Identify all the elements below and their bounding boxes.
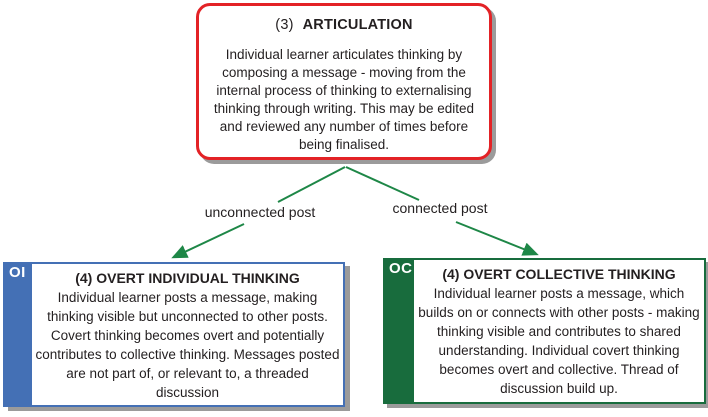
right-branch-line-icon bbox=[345, 166, 420, 201]
right-branch-arrow-icon bbox=[455, 221, 539, 256]
overt-individual-box: OI (4) OVERT INDIVIDUAL THINKING Individ… bbox=[3, 262, 345, 407]
overt-collective-title: (4) OVERT COLLECTIVE THINKING bbox=[442, 266, 676, 282]
articulation-box: (3) ARTICULATION Individual learner artic… bbox=[196, 3, 492, 160]
articulation-box-title: (3) ARTICULATION bbox=[203, 17, 485, 33]
articulation-step-number: (3) bbox=[275, 17, 294, 33]
connected-post-label: connected post bbox=[392, 200, 488, 216]
oc-tag: OC bbox=[389, 260, 413, 277]
overt-individual-body: Individual learner posts a message, maki… bbox=[35, 290, 340, 400]
unconnected-post-label: unconnected post bbox=[204, 204, 316, 220]
articulation-box-body: Individual learner articulates thinking … bbox=[213, 47, 475, 152]
overt-individual-title: (4) OVERT INDIVIDUAL THINKING bbox=[75, 270, 300, 286]
overt-collective-box: OC (4) OVERT COLLECTIVE THINKING Individ… bbox=[383, 258, 706, 404]
overt-collective-panel: (4) OVERT COLLECTIVE THINKING Individual… bbox=[412, 258, 706, 404]
oi-tag: OI bbox=[9, 264, 26, 281]
overt-individual-panel: (4) OVERT INDIVIDUAL THINKING Individual… bbox=[30, 262, 345, 407]
left-branch-arrow-icon bbox=[171, 223, 245, 259]
overt-collective-body: Individual learner posts a message, whic… bbox=[418, 286, 700, 396]
articulation-title-text: ARTICULATION bbox=[302, 17, 413, 33]
left-branch-line-icon bbox=[277, 166, 346, 203]
